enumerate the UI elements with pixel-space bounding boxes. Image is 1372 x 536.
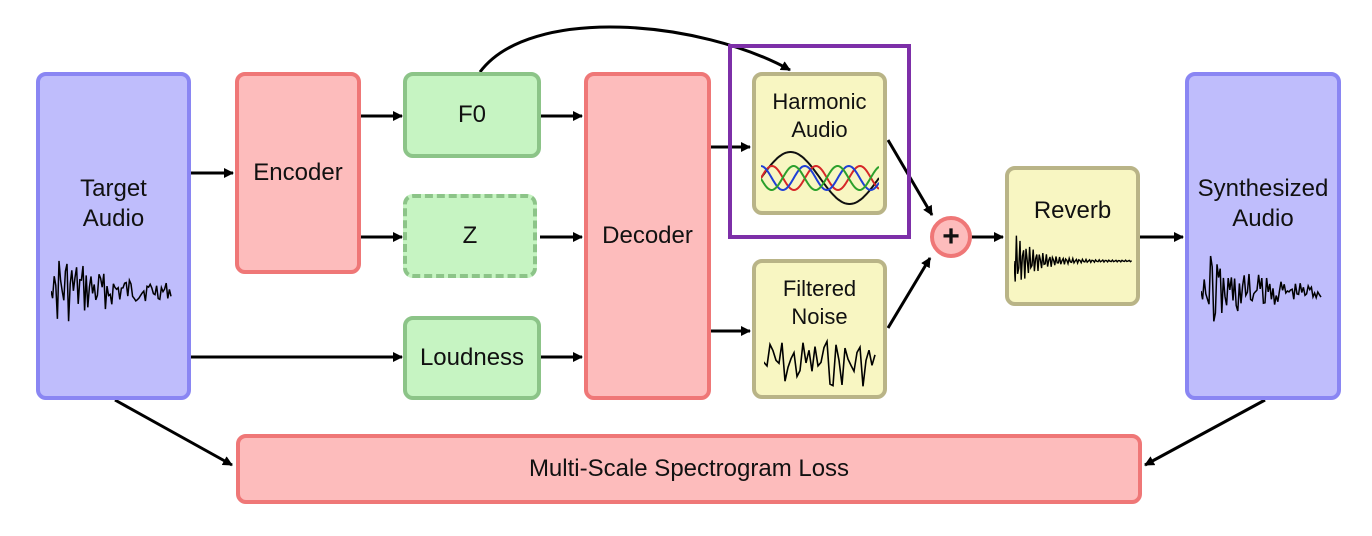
harmonic-audio-box: Harmonic Audio bbox=[752, 72, 887, 215]
sine-curve bbox=[760, 164, 879, 192]
z-label: Z bbox=[462, 222, 478, 249]
f0-box: F0 bbox=[403, 72, 541, 158]
arrow-target-to-loss bbox=[114, 398, 233, 467]
noise-waveform-icon bbox=[763, 338, 876, 387]
target-audio-label: Target Audio bbox=[80, 175, 147, 232]
sine-waves-icon bbox=[760, 151, 879, 205]
encoder-label: Encoder bbox=[253, 159, 343, 186]
z-box: Z bbox=[403, 194, 537, 278]
loudness-box: Loudness bbox=[403, 316, 541, 400]
sum-node: + bbox=[930, 216, 972, 258]
filtered-noise-box: Filtered Noise bbox=[752, 259, 887, 399]
filtered-noise-label: Filtered Noise bbox=[782, 276, 857, 329]
synthesized-audio-box: Synthesized Audio bbox=[1185, 72, 1341, 400]
sine-curve bbox=[760, 165, 879, 191]
waveform-icon bbox=[1200, 255, 1322, 322]
harmonic-audio-label: Harmonic Audio bbox=[772, 89, 867, 142]
loss-box: Multi-Scale Spectrogram Loss bbox=[236, 434, 1142, 504]
loudness-label: Loudness bbox=[419, 344, 525, 371]
loss-label: Multi-Scale Spectrogram Loss bbox=[528, 455, 850, 482]
arrow-noise-to-plus bbox=[886, 257, 932, 329]
harmonic-highlight-frame bbox=[728, 44, 911, 239]
target-audio-box: Target Audio bbox=[36, 72, 191, 400]
waveform-icon bbox=[51, 260, 172, 322]
encoder-box: Encoder bbox=[235, 72, 361, 274]
reverb-label: Reverb bbox=[1033, 197, 1112, 224]
f0-label: F0 bbox=[457, 101, 486, 128]
arrow-synth-to-loss bbox=[1144, 398, 1266, 467]
sine-curve bbox=[760, 151, 879, 205]
plus-sign: + bbox=[942, 220, 960, 253]
synthesized-audio-label: Synthesized Audio bbox=[1197, 175, 1329, 232]
arrow-f0-to-harmonic bbox=[478, 25, 791, 73]
reverb-decay-icon bbox=[1013, 235, 1132, 282]
sine-curve bbox=[760, 164, 879, 192]
decoder-box: Decoder bbox=[584, 72, 711, 400]
decoder-label: Decoder bbox=[602, 222, 693, 249]
reverb-box: Reverb bbox=[1005, 166, 1140, 306]
